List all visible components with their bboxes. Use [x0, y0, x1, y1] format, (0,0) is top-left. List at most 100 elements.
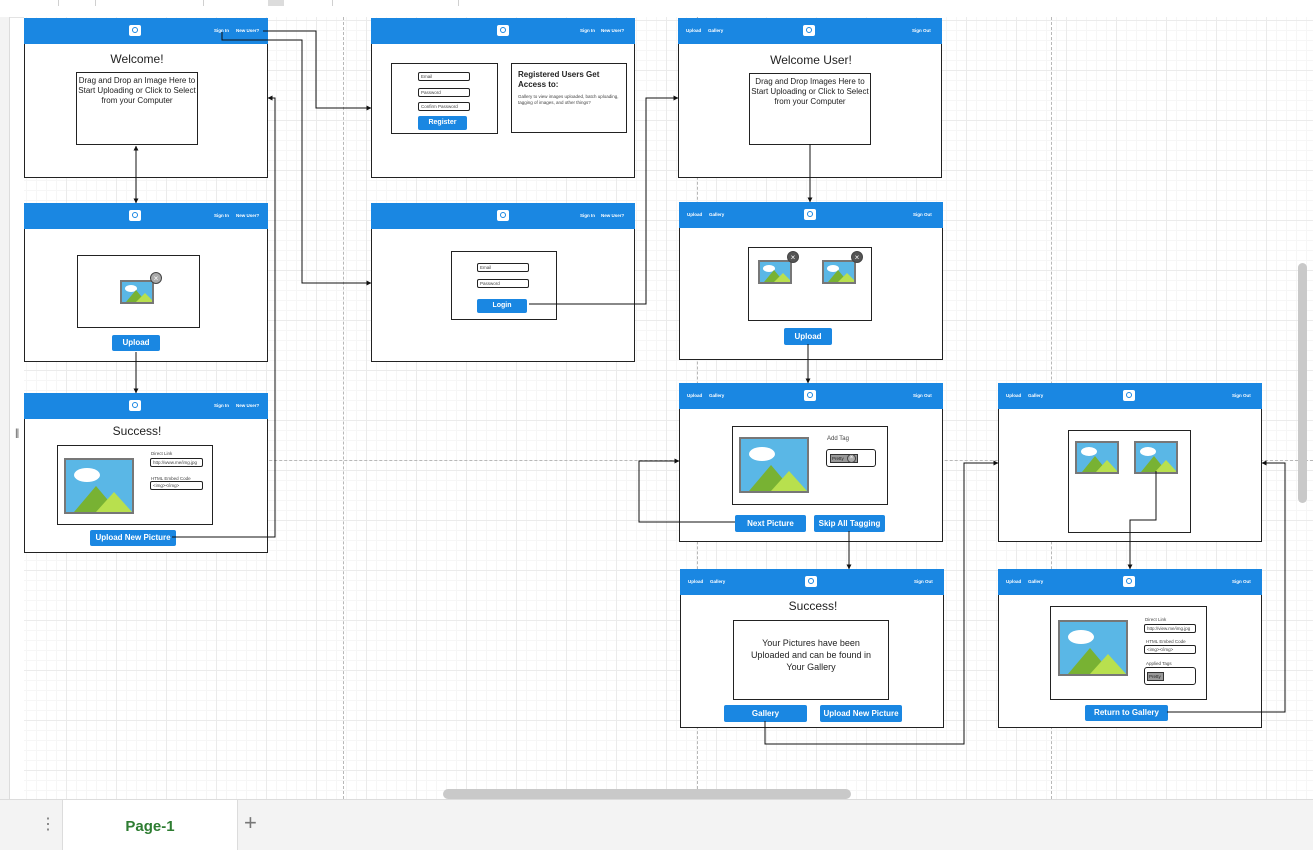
frame-tagging[interactable]: Upload Gallery Sign Out Add Tag Pretty ×… — [679, 383, 943, 542]
drop-zone[interactable]: × — [77, 255, 200, 328]
nav-gallery[interactable]: Gallery — [708, 28, 724, 33]
vertical-scrollbar[interactable] — [1298, 263, 1307, 503]
panel-resize-handle[interactable]: || — [15, 428, 19, 439]
nav-sign-out[interactable]: Sign Out — [913, 212, 932, 217]
drop-zone-text: Drag and Drop an Image Here to Start Upl… — [78, 76, 196, 105]
tagging-panel: Add Tag Pretty × — [732, 426, 888, 505]
nav-new-user[interactable]: New User? — [601, 213, 625, 218]
nav-upload[interactable]: Upload — [687, 393, 703, 398]
app-header: Sign In New User? — [371, 18, 635, 44]
tab-page-1[interactable]: Page-1 — [62, 800, 238, 850]
direct-link-field[interactable]: http://www.me/img.jpg — [150, 458, 203, 467]
toolbar-divider — [95, 0, 96, 6]
upload-new-picture-button[interactable]: Upload New Picture — [90, 530, 176, 546]
nav-gallery[interactable]: Gallery — [710, 579, 726, 584]
nav-upload[interactable]: Upload — [1006, 579, 1022, 584]
close-icon[interactable]: × — [847, 454, 856, 463]
frame-gallery[interactable]: Upload Gallery Sign Out — [998, 383, 1262, 542]
next-picture-button[interactable]: Next Picture — [735, 515, 806, 532]
frame-success-single[interactable]: Sign In New User? Success! Direct Link h… — [24, 393, 268, 553]
frame-register[interactable]: Sign In New User? Email Password Confirm… — [371, 18, 635, 178]
skip-all-tagging-button[interactable]: Skip All Tagging — [814, 515, 885, 532]
embed-code-label: HTML Embed Code — [151, 476, 191, 481]
nav-upload[interactable]: Upload — [687, 212, 703, 217]
result-panel: Direct Link http://www.me/img.jpg HTML E… — [57, 445, 213, 525]
password-field[interactable]: Password — [418, 88, 470, 97]
nav-sign-out[interactable]: Sign Out — [1232, 579, 1251, 584]
frame-success-multi[interactable]: Upload Gallery Sign Out Success! Your Pi… — [680, 569, 944, 728]
embed-code-field[interactable]: <img></img> — [150, 481, 203, 490]
nav-gallery[interactable]: Gallery — [1028, 393, 1044, 398]
close-icon[interactable]: × — [787, 251, 799, 263]
confirm-password-field[interactable]: Confirm Password — [418, 102, 470, 111]
vertical-dots-icon[interactable]: ⋮ — [40, 816, 56, 833]
nav-sign-out[interactable]: Sign Out — [913, 393, 932, 398]
nav-new-user[interactable]: New User? — [236, 213, 260, 218]
frame-image-detail[interactable]: Upload Gallery Sign Out Direct Link http… — [998, 569, 1262, 728]
password-field[interactable]: Password — [477, 279, 529, 288]
gallery-button[interactable]: Gallery — [724, 705, 807, 722]
plus-icon[interactable]: + — [244, 810, 257, 835]
toolbar-item[interactable] — [268, 0, 284, 6]
nav-new-user[interactable]: New User? — [236, 28, 260, 33]
success-title: Success! — [788, 599, 838, 613]
detail-panel: Direct Link http://view.me/img.jpg HTML … — [1050, 606, 1207, 700]
success-title: Success! — [112, 424, 162, 438]
nav-gallery[interactable]: Gallery — [709, 212, 725, 217]
email-field[interactable]: Email — [418, 72, 470, 81]
frame-login[interactable]: Sign In New User? Email Password Login — [371, 203, 635, 362]
nav-new-user[interactable]: New User? — [601, 28, 625, 33]
tag-input[interactable]: Pretty × — [826, 449, 876, 467]
nav-upload[interactable]: Upload — [1006, 393, 1022, 398]
drop-zone[interactable]: Drag and Drop an Image Here to Start Upl… — [76, 72, 198, 145]
toolbar-divider — [458, 0, 459, 6]
nav-gallery[interactable]: Gallery — [709, 393, 725, 398]
image-icon[interactable] — [1134, 441, 1178, 474]
nav-sign-in[interactable]: Sign In — [580, 213, 595, 218]
nav-sign-in[interactable]: Sign In — [214, 403, 229, 408]
app-header: Sign In New User? — [24, 18, 268, 44]
horizontal-scrollbar[interactable] — [443, 789, 851, 799]
nav-upload[interactable]: Upload — [686, 28, 702, 33]
drop-zone[interactable]: × × — [748, 247, 872, 321]
embed-code-field[interactable]: <img></img> — [1144, 645, 1196, 654]
frame-upload-multi[interactable]: Upload Gallery Sign Out × × Upload — [679, 202, 943, 360]
image-icon — [758, 260, 792, 284]
app-header: Upload Gallery Sign Out — [998, 569, 1262, 595]
toolbar-divider — [58, 0, 59, 6]
return-to-gallery-button[interactable]: Return to Gallery — [1085, 705, 1168, 721]
camera-icon — [804, 390, 816, 401]
direct-link-field[interactable]: http://view.me/img.jpg — [1144, 624, 1196, 633]
register-button[interactable]: Register — [418, 116, 467, 130]
left-panel-edge[interactable] — [0, 17, 10, 799]
image-icon — [64, 458, 134, 514]
nav-sign-in[interactable]: Sign In — [214, 213, 229, 218]
add-tag-label: Add Tag — [827, 436, 849, 442]
frame-welcome-user[interactable]: Upload Gallery Sign Out Welcome User! Dr… — [678, 18, 942, 178]
upload-button[interactable]: Upload — [784, 328, 832, 345]
embed-code-label: HTML Embed Code — [1146, 639, 1186, 644]
toolbar-divider — [332, 0, 333, 6]
nav-sign-out[interactable]: Sign Out — [1232, 393, 1251, 398]
frame-welcome[interactable]: Sign In New User? Welcome! Drag and Drop… — [24, 18, 268, 178]
image-icon[interactable] — [1075, 441, 1119, 474]
upload-button[interactable]: Upload — [112, 335, 160, 351]
upload-new-picture-button[interactable]: Upload New Picture — [820, 705, 902, 722]
success-message: Your Pictures have been Uploaded and can… — [750, 638, 872, 672]
login-button[interactable]: Login — [477, 299, 527, 313]
nav-upload[interactable]: Upload — [688, 579, 704, 584]
email-field[interactable]: Email — [477, 263, 529, 272]
drop-zone[interactable]: Drag and Drop Images Here to Start Uploa… — [749, 73, 871, 145]
nav-sign-out[interactable]: Sign Out — [912, 28, 931, 33]
frame-upload-single[interactable]: Sign In New User? × Upload — [24, 203, 268, 362]
nav-sign-in[interactable]: Sign In — [580, 28, 595, 33]
camera-icon — [129, 400, 141, 411]
nav-sign-out[interactable]: Sign Out — [914, 579, 933, 584]
app-header: Sign In New User? — [24, 203, 268, 229]
nav-gallery[interactable]: Gallery — [1028, 579, 1044, 584]
app-header: Upload Gallery Sign Out — [678, 18, 942, 44]
close-icon[interactable]: × — [150, 272, 162, 284]
nav-sign-in[interactable]: Sign In — [214, 28, 229, 33]
close-icon[interactable]: × — [851, 251, 863, 263]
nav-new-user[interactable]: New User? — [236, 403, 260, 408]
